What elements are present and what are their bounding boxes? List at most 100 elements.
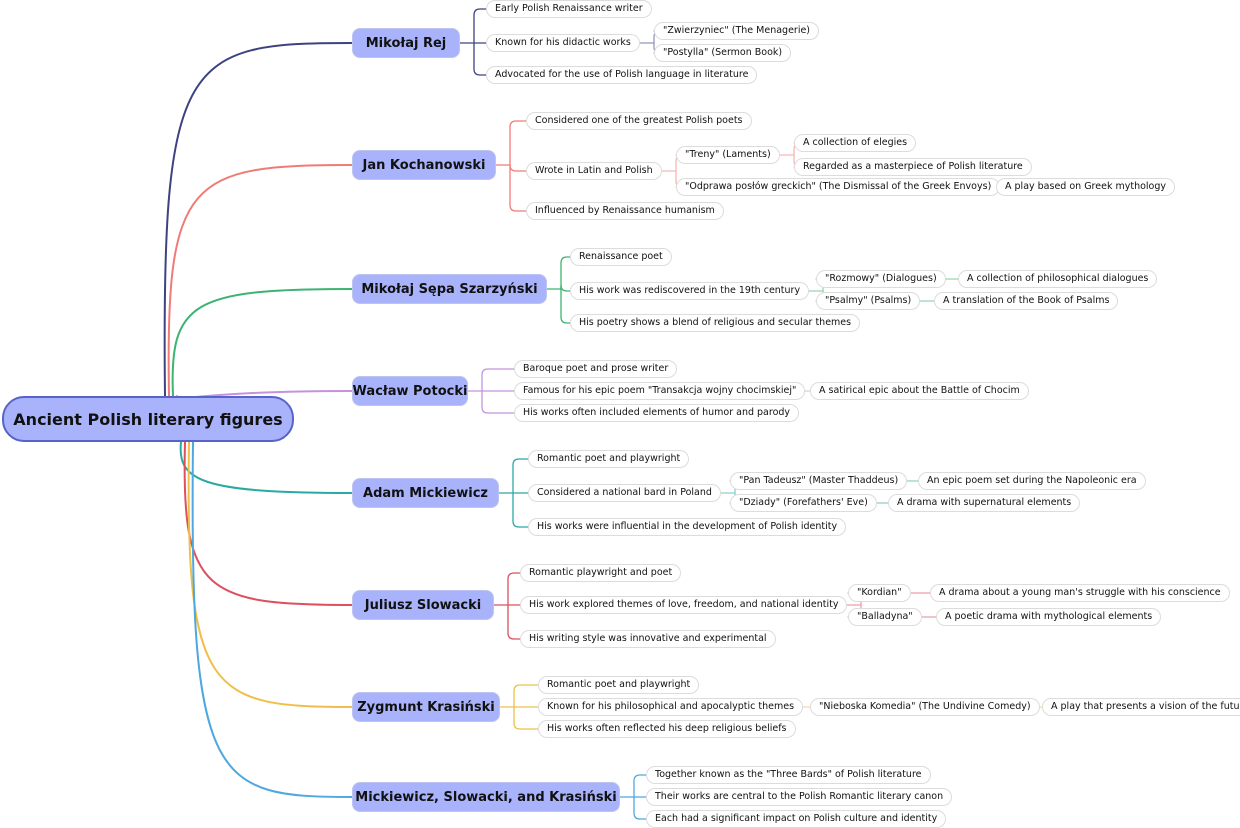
node-b7c2-label: Known for his philosophical and apocalyp… [547, 701, 795, 712]
node-b4c2a[interactable]: A satirical epic about the Battle of Cho… [810, 382, 1029, 400]
node-b5c1-label: Romantic poet and playwright [537, 453, 681, 464]
node-b4c3[interactable]: His works often included elements of hum… [514, 404, 800, 422]
node-b2c3[interactable]: Influenced by Renaissance humanism [526, 202, 724, 220]
node-b1c2a[interactable]: "Zwierzyniec" (The Menagerie) [654, 22, 820, 40]
node-b3c2b1[interactable]: A translation of the Book of Psalms [934, 292, 1119, 310]
node-b7c3-label: His works often reflected his deep relig… [547, 723, 787, 734]
link-branches-0-children-0 [473, 8, 487, 44]
node-b5c3[interactable]: His works were influential in the develo… [528, 518, 847, 536]
node-b3c2b1-label: A translation of the Book of Psalms [943, 295, 1110, 306]
branch-b8-label: Mickiewicz, Slowacki, and Krasiński [355, 789, 617, 805]
node-b3c2a-label: "Rozmowy" (Dialogues) [825, 273, 937, 284]
link-branches-4-children-2 [512, 492, 529, 528]
node-b4c2a-label: A satirical epic about the Battle of Cho… [819, 385, 1020, 396]
node-b1c3[interactable]: Advocated for the use of Polish language… [486, 66, 758, 84]
link-branches-4-children-0 [512, 458, 529, 494]
branch-b7-label: Zygmunt Krasiński [357, 699, 495, 715]
branch-b4[interactable]: Wacław Potocki [352, 376, 468, 406]
link-root-b7 [187, 441, 353, 708]
node-b2c1[interactable]: Considered one of the greatest Polish po… [526, 112, 752, 130]
branch-b2[interactable]: Jan Kochanowski [352, 150, 496, 180]
node-b8c3[interactable]: Each had a significant impact on Polish … [646, 810, 947, 828]
node-b6c2a[interactable]: "Kordian" [848, 584, 911, 602]
node-b5c2b[interactable]: "Dziady" (Forefathers' Eve) [730, 494, 877, 512]
node-b4c1-label: Baroque poet and prose writer [523, 363, 669, 374]
node-b4c2[interactable]: Famous for his epic poem "Transakcja woj… [514, 382, 806, 400]
node-b5c1[interactable]: Romantic poet and playwright [528, 450, 690, 468]
node-b7c2a[interactable]: "Nieboska Komedia" (The Undivine Comedy) [810, 698, 1040, 716]
node-b6c2b1[interactable]: A poetic drama with mythological element… [936, 608, 1162, 626]
node-b3c2b[interactable]: "Psalmy" (Psalms) [816, 292, 921, 310]
node-b8c1[interactable]: Together known as the "Three Bards" of P… [646, 766, 931, 784]
branch-b8[interactable]: Mickiewicz, Slowacki, and Krasiński [352, 782, 620, 812]
node-b2c2b-label: "Odprawa posłów greckich" (The Dismissal… [685, 181, 992, 192]
node-b2c2a2-label: Regarded as a masterpiece of Polish lite… [803, 161, 1023, 172]
node-b3c2a1[interactable]: A collection of philosophical dialogues [958, 270, 1158, 288]
node-b5c2a1[interactable]: An epic poem set during the Napoleonic e… [918, 472, 1146, 490]
node-b4c3-label: His works often included elements of hum… [523, 407, 791, 418]
node-b5c2-label: Considered a national bard in Poland [537, 487, 712, 498]
link-branches-2-children-0 [560, 256, 571, 290]
node-b5c2b1-label: A drama with supernatural elements [897, 497, 1072, 508]
root-node-label: Ancient Polish literary figures [13, 409, 283, 429]
branch-b1[interactable]: Mikołaj Rej [352, 28, 460, 58]
node-b5c3-label: His works were influential in the develo… [537, 521, 838, 532]
branch-b6[interactable]: Juliusz Slowacki [352, 590, 494, 620]
node-b5c2b1[interactable]: A drama with supernatural elements [888, 494, 1081, 512]
node-b7c2a1-label: A play that presents a vision of the fut… [1051, 701, 1240, 712]
node-b2c2a2[interactable]: Regarded as a masterpiece of Polish lite… [794, 158, 1032, 176]
branch-b3[interactable]: Mikołaj Sępa Szarzyński [352, 274, 547, 304]
node-b5c2a1-label: An epic poem set during the Napoleonic e… [927, 475, 1137, 486]
branch-b3-label: Mikołaj Sępa Szarzyński [361, 281, 538, 297]
node-b2c2a[interactable]: "Treny" (Laments) [676, 146, 780, 164]
node-b5c2a[interactable]: "Pan Tadeusz" (Master Thaddeus) [730, 472, 908, 490]
branch-b2-label: Jan Kochanowski [362, 157, 486, 173]
link-branches-2-children-1 [560, 284, 571, 292]
link-branches-6-children-2 [513, 706, 539, 730]
node-b7c2a1[interactable]: A play that presents a vision of the fut… [1042, 698, 1240, 716]
node-b3c1-label: Renaissance poet [579, 251, 663, 262]
link-branches-3-children-2 [481, 390, 515, 414]
node-b2c2[interactable]: Wrote in Latin and Polish [526, 162, 662, 180]
node-b3c3[interactable]: His poetry shows a blend of religious an… [570, 314, 861, 332]
node-b7c1-label: Romantic poet and playwright [547, 679, 691, 690]
node-b3c2a[interactable]: "Rozmowy" (Dialogues) [816, 270, 946, 288]
node-b3c2a1-label: A collection of philosophical dialogues [967, 273, 1149, 284]
branch-b5-label: Adam Mickiewicz [363, 485, 488, 501]
branch-b1-label: Mikołaj Rej [365, 35, 447, 51]
node-b7c2a-label: "Nieboska Komedia" (The Undivine Comedy) [819, 701, 1031, 712]
node-b3c1[interactable]: Renaissance poet [570, 248, 672, 266]
node-b2c1-label: Considered one of the greatest Polish po… [535, 115, 743, 126]
node-b5c2b-label: "Dziady" (Forefathers' Eve) [739, 497, 868, 508]
node-b6c2a1[interactable]: A drama about a young man's struggle wit… [930, 584, 1230, 602]
node-b1c1[interactable]: Early Polish Renaissance writer [486, 0, 652, 18]
node-b2c2b1-label: A play based on Greek mythology [1005, 181, 1167, 192]
link-branches-7-children-0 [633, 774, 647, 798]
branch-b5[interactable]: Adam Mickiewicz [352, 478, 499, 508]
node-b2c2b[interactable]: "Odprawa posłów greckich" (The Dismissal… [676, 178, 1001, 196]
node-b6c2[interactable]: His work explored themes of love, freedo… [520, 596, 848, 614]
node-b7c2[interactable]: Known for his philosophical and apocalyp… [538, 698, 804, 716]
branch-b7[interactable]: Zygmunt Krasiński [352, 692, 500, 722]
root-node[interactable]: Ancient Polish literary figures [2, 396, 294, 442]
branch-b4-label: Wacław Potocki [352, 383, 468, 399]
link-root-b6 [183, 441, 353, 606]
node-b1c2[interactable]: Known for his didactic works [486, 34, 640, 52]
node-b1c3-label: Advocated for the use of Polish language… [495, 69, 749, 80]
node-b2c2b1[interactable]: A play based on Greek mythology [996, 178, 1176, 196]
node-b5c2[interactable]: Considered a national bard in Poland [528, 484, 721, 502]
node-b3c2[interactable]: His work was rediscovered in the 19th ce… [570, 282, 810, 300]
link-branches-7-children-2 [633, 796, 647, 820]
node-b6c2b-label: "Balladyna" [857, 611, 913, 622]
node-b4c1[interactable]: Baroque poet and prose writer [514, 360, 678, 378]
node-b7c3[interactable]: His works often reflected his deep relig… [538, 720, 796, 738]
node-b2c2a1[interactable]: A collection of elegies [794, 134, 917, 152]
node-b7c1[interactable]: Romantic poet and playwright [538, 676, 700, 694]
node-b6c2b[interactable]: "Balladyna" [848, 608, 922, 626]
node-b6c3-label: His writing style was innovative and exp… [529, 633, 767, 644]
node-b8c2[interactable]: Their works are central to the Polish Ro… [646, 788, 953, 806]
node-b1c2b[interactable]: "Postylla" (Sermon Book) [654, 44, 792, 62]
node-b3c2-label: His work was rediscovered in the 19th ce… [579, 285, 801, 296]
node-b6c1[interactable]: Romantic playwright and poet [520, 564, 682, 582]
node-b6c3[interactable]: His writing style was innovative and exp… [520, 630, 776, 648]
